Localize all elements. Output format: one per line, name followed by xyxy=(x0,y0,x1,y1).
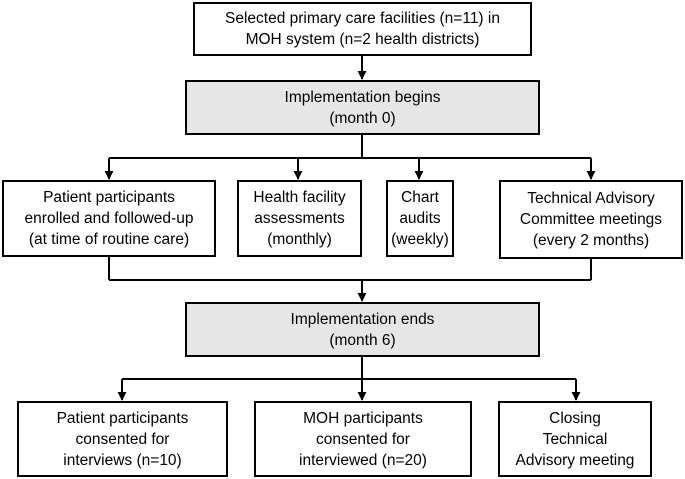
box-line: Chart xyxy=(401,189,439,206)
box-line: Implementation begins xyxy=(284,88,441,106)
box-line: Technical xyxy=(542,430,608,448)
box-line: Patient participants xyxy=(56,409,189,427)
box-line: (month 0) xyxy=(329,109,396,127)
box-line: Selected primary care facilities (n=11) … xyxy=(225,10,500,27)
box-line: MOH participants xyxy=(303,409,423,427)
patient-enrolled-box: Patient participants enrolled and follow… xyxy=(2,180,216,257)
box-line: Committee meetings xyxy=(519,211,663,228)
box-line: interviews (n=10) xyxy=(63,451,182,469)
box-line: enrolled and followed-up xyxy=(24,210,194,227)
box-line: (every 2 months) xyxy=(532,232,650,249)
box-line: interviewed (n=20) xyxy=(299,451,427,469)
chart-audits-box: Chart audits (weekly) xyxy=(386,180,454,257)
closing-meeting-box: Closing Technical Advisory meeting xyxy=(498,401,652,477)
implementation-begins-box: Implementation begins (month 0) xyxy=(185,80,540,135)
box-line: consented for xyxy=(316,430,410,448)
implementation-ends-box: Implementation ends (month 6) xyxy=(185,302,540,357)
box-line: (at time of routine care) xyxy=(28,231,190,248)
box-line: Advisory meeting xyxy=(515,451,635,469)
box-line: Closing xyxy=(549,409,601,427)
tac-meetings-box: Technical Advisory Committee meetings (e… xyxy=(499,180,683,259)
box-line: (monthly) xyxy=(267,231,332,248)
box-line: audits xyxy=(399,210,441,227)
box-line: Health facility xyxy=(253,189,346,206)
moh-interviews-box: MOH participants consented for interview… xyxy=(254,401,472,477)
box-line: Implementation ends xyxy=(290,310,435,328)
facility-assessments-box: Health facility assessments (monthly) xyxy=(237,180,362,257)
box-line: Patient participants xyxy=(43,189,175,206)
box-line: assessments xyxy=(254,210,345,227)
box-line: MOH system (n=2 health districts) xyxy=(245,31,480,48)
box-line: (weekly) xyxy=(391,231,449,248)
box-line: consented for xyxy=(75,430,170,448)
box-line: Technical Advisory xyxy=(527,190,655,207)
box-line: (month 6) xyxy=(329,331,396,349)
selected-facilities-box: Selected primary care facilities (n=11) … xyxy=(193,2,532,56)
patient-interviews-box: Patient participants consented for inter… xyxy=(17,401,228,477)
